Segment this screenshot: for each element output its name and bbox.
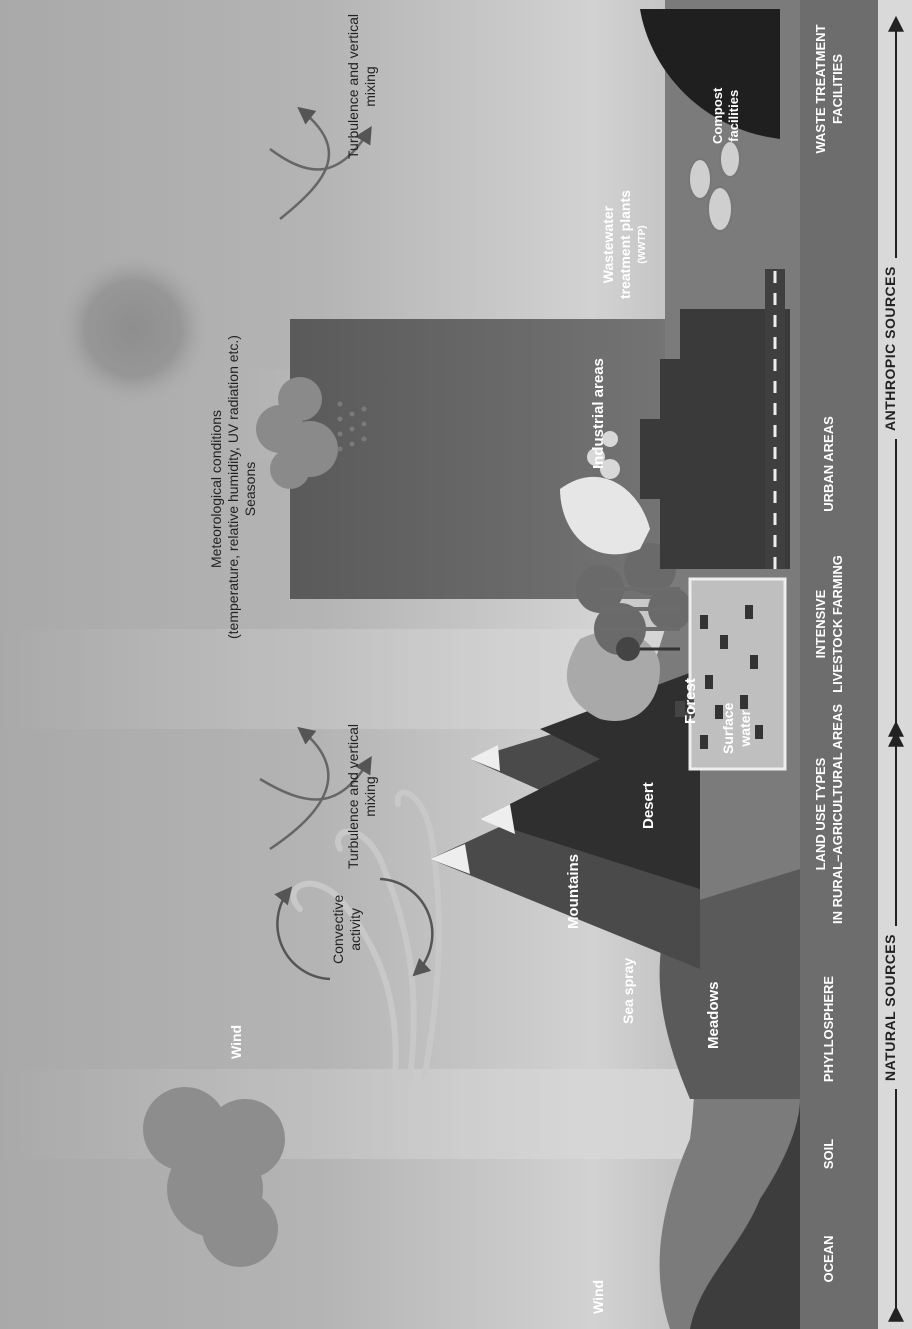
wind-upper-label: Wind <box>228 1024 244 1059</box>
surface-water-label: Surface water <box>720 702 753 754</box>
convective-loop-icon <box>274 877 434 981</box>
ocean-waves <box>690 1099 800 1329</box>
turbulence-arrows-right-icon <box>269 106 372 220</box>
road-icon <box>765 269 785 569</box>
air-column-left <box>0 1069 800 1159</box>
meteo-line1: Meteorological conditions <box>208 410 224 568</box>
rain-cloud-icon <box>256 377 338 489</box>
windmill-icon <box>616 637 680 661</box>
smoke-icon <box>587 431 620 479</box>
compost-heap-icon <box>640 9 780 139</box>
industrial-areas-label: Industrial areas <box>590 358 607 469</box>
forest-label: Forest <box>682 678 699 724</box>
turbulence-left-label: Turbulence and vertical mixing <box>345 723 378 869</box>
turbulence-right-label: Turbulence and vertical mixing <box>345 13 378 159</box>
wwtp-abbr: (WWTP) <box>637 225 648 264</box>
sun-icon <box>53 249 213 409</box>
category-land-use: LAND USE TYPES IN RURAL–AGRICULTURAL ARE… <box>813 703 845 924</box>
meteorological-conditions-label: Meteorological conditions (temperature, … <box>208 335 259 639</box>
meteo-line2: (temperature, relative humidity, UV radi… <box>225 335 241 639</box>
turbulence-arrows-left-icon <box>259 726 372 851</box>
mountains-label: Mountains <box>565 854 582 929</box>
category-livestock: INTENSIVE LIVESTOCK FARMING <box>813 555 845 693</box>
livestock-field <box>688 577 787 771</box>
industrial-buildings-icon <box>640 309 790 569</box>
livestock-icon <box>700 605 763 749</box>
meadows-label: Meadows <box>705 981 722 1049</box>
category-urban: URBAN AREAS <box>821 416 836 512</box>
mountains-icon <box>430 669 700 969</box>
sea-spray-label: Sea spray <box>620 957 636 1024</box>
desert-label: Desert <box>640 782 657 829</box>
crop-fields-icon <box>600 587 680 631</box>
tractor-icon <box>675 697 695 719</box>
category-soil: SOIL <box>821 1138 836 1170</box>
wwtp-label: Wastewater treatment plants (WWTP) <box>600 190 651 299</box>
wind-lower-label: Wind <box>590 1279 606 1314</box>
surface-water-icon <box>560 476 650 555</box>
anthropic-sources-label: ANTHROPIC SOURCES <box>882 258 898 439</box>
category-ocean: OCEAN <box>821 1235 836 1283</box>
natural-sources-label: NATURAL SOURCES <box>882 926 898 1089</box>
cloud-icon <box>143 1087 285 1267</box>
rain-drops-icon <box>337 401 367 452</box>
wwtp-name: Wastewater treatment plants <box>600 190 633 299</box>
wwtp-tanks-icon <box>688 140 741 232</box>
compost-facilities-label: Compost facilities <box>710 87 741 144</box>
category-waste: WASTE TREATMENT FACILITIES <box>813 24 845 154</box>
convective-activity-label: Convective activity <box>330 894 363 964</box>
meteo-line3: Seasons <box>242 461 258 517</box>
category-bar <box>800 0 878 1329</box>
category-phyllosphere: PHYLLOSPHERE <box>821 975 836 1083</box>
